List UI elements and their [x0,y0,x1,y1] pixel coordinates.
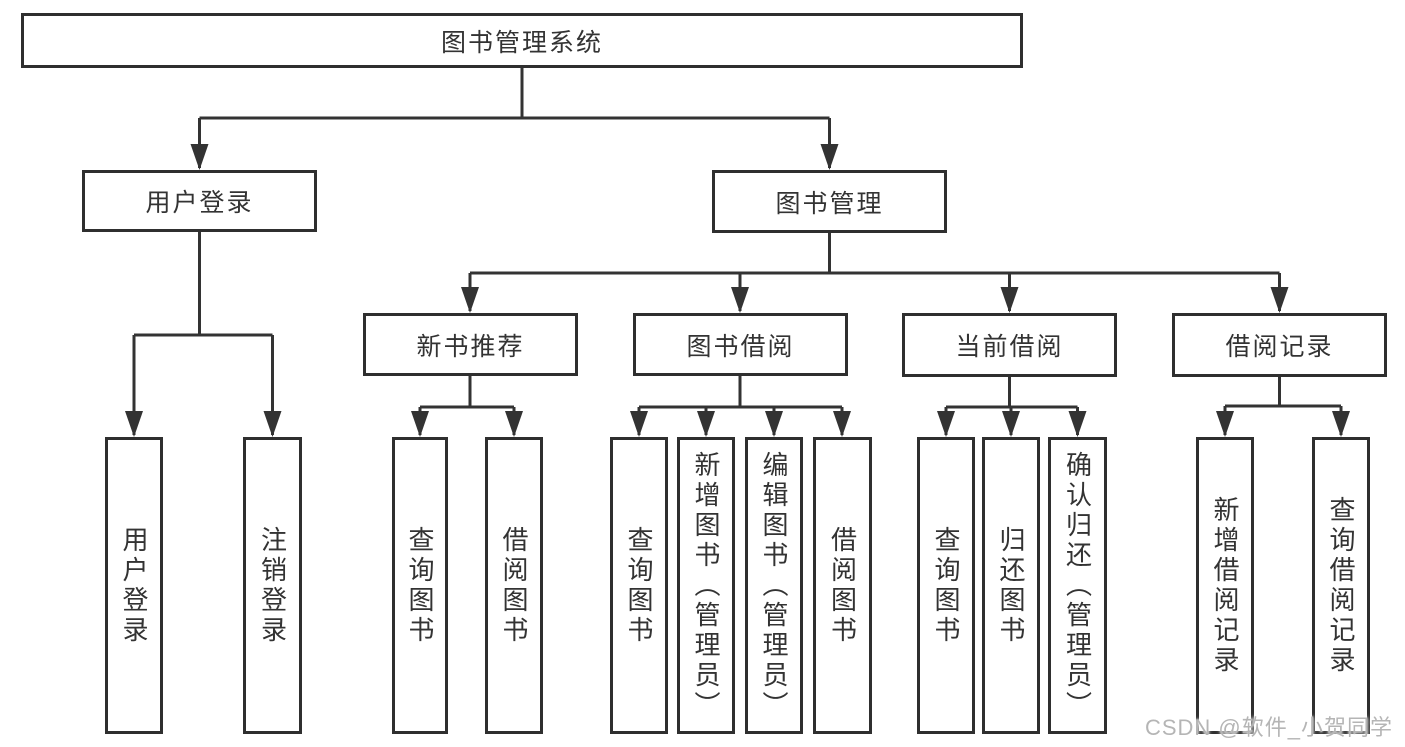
arrow-down-icon [505,411,523,437]
node-root-label: 图书管理系统 [440,28,603,57]
leaf-user-login: 用户登录 [105,437,163,734]
arrow-down-icon [937,411,955,437]
leaf-user-login-label: 用户登录 [119,525,149,646]
arrow-down-icon [411,411,429,437]
leaf-borrow-borrow-books-label: 借阅图书 [827,525,858,646]
node-book-management: 图书管理 [712,170,947,233]
arrow-down-icon [833,411,851,437]
node-user-login: 用户登录 [82,170,317,232]
arrow-down-icon [1270,287,1289,313]
arrow-down-icon [190,144,209,170]
arrow-down-icon [125,411,143,437]
arrow-down-icon [765,411,783,437]
node-book-borrow-label: 图书借阅 [686,332,795,361]
leaf-current-confirm-return-admin-label: 确认归还（管理员） [1062,450,1093,721]
arrow-down-icon [1000,287,1019,313]
leaf-logout-label: 注销登录 [257,525,288,646]
node-new-book-recommend-label: 新书推荐 [416,332,525,361]
leaf-borrow-edit-books-admin: 编辑图书（管理员） [745,437,803,734]
leaf-borrow-borrow-books: 借阅图书 [813,437,872,734]
leaf-records-add-record: 新增借阅记录 [1196,437,1254,734]
leaf-recommend-borrow-books: 借阅图书 [485,437,543,734]
csdn-watermark: CSDN @软件_小贺同学 [1144,715,1393,740]
node-book-borrow: 图书借阅 [633,313,848,376]
arrow-down-icon [697,411,715,437]
leaf-recommend-query-books: 查询图书 [392,437,448,734]
leaf-current-confirm-return-admin: 确认归还（管理员） [1048,437,1107,734]
arrow-down-icon [263,411,282,437]
node-borrow-records-label: 借阅记录 [1225,333,1334,361]
leaf-recommend-borrow-books-label: 借阅图书 [499,525,529,646]
arrow-down-icon [1002,411,1020,437]
leaf-records-query-record: 查询借阅记录 [1312,437,1370,734]
leaf-borrow-add-books-admin-label: 新增图书（管理员） [691,450,721,721]
leaf-current-return-books-label: 归还图书 [996,525,1026,646]
leaf-current-query-books-label: 查询图书 [931,525,961,646]
node-borrow-records: 借阅记录 [1172,313,1387,377]
arrow-down-icon [1216,411,1234,437]
arrow-down-icon [731,287,749,313]
arrow-down-icon [820,144,839,170]
leaf-records-add-record-label: 新增借阅记录 [1210,495,1240,676]
node-new-book-recommend: 新书推荐 [363,313,578,376]
leaf-recommend-query-books-label: 查询图书 [405,525,435,646]
leaf-borrow-query-books-label: 查询图书 [624,525,654,646]
leaf-current-query-books: 查询图书 [917,437,975,734]
leaf-current-return-books: 归还图书 [982,437,1040,734]
node-current-borrow: 当前借阅 [902,313,1117,377]
node-current-borrow-label: 当前借阅 [955,333,1064,361]
arrow-down-icon [1332,411,1350,437]
arrowheads [125,144,1350,437]
node-book-management-label: 图书管理 [775,189,884,218]
leaf-records-query-record-label: 查询借阅记录 [1326,495,1356,676]
arrow-down-icon [630,411,648,437]
node-root: 图书管理系统 [21,13,1023,68]
leaf-borrow-query-books: 查询图书 [610,437,668,734]
leaf-borrow-add-books-admin: 新增图书（管理员） [677,437,735,734]
arrow-down-icon [461,287,479,313]
leaf-borrow-edit-books-admin-label: 编辑图书（管理员） [759,450,789,721]
leaf-logout: 注销登录 [243,437,302,734]
arrow-down-icon [1068,411,1087,437]
node-user-login-label: 用户登录 [145,189,254,217]
